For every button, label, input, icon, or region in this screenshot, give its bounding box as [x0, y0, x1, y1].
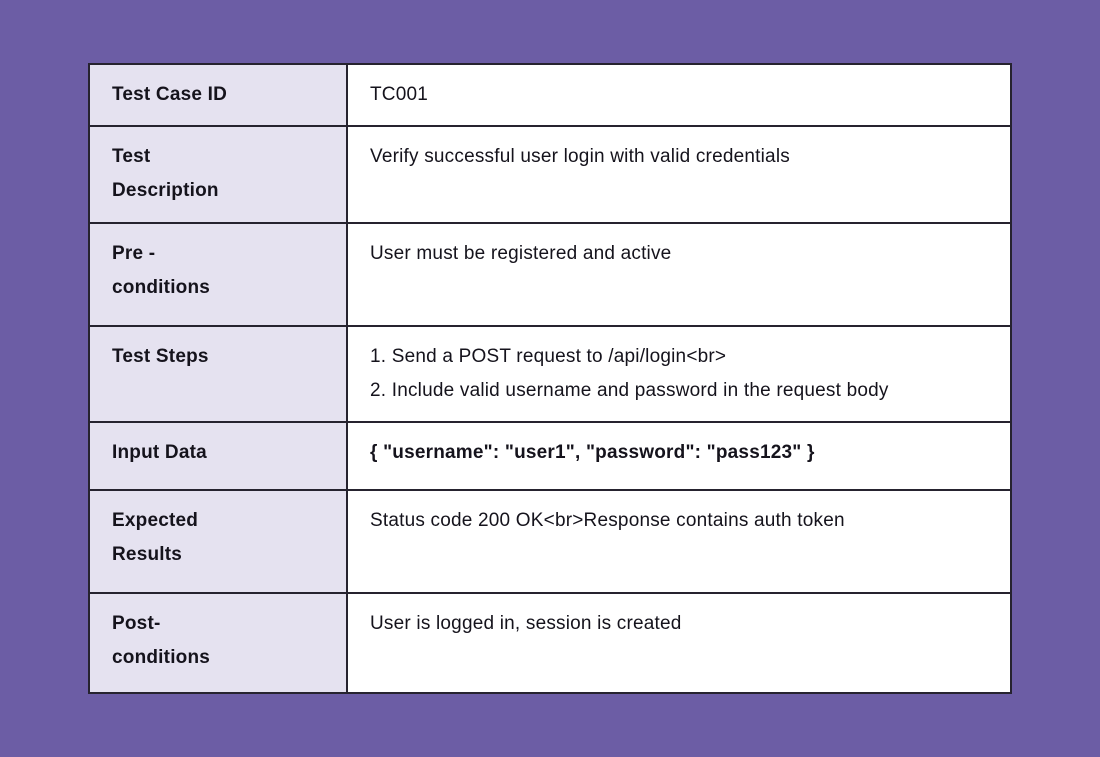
value-test-steps: 1. Send a POST request to /api/login<br>…: [346, 324, 1012, 423]
table-row-test-description: Test Description Verify successful user …: [88, 125, 1012, 224]
value-input-data: { "username": "user1", "password": "pass…: [346, 420, 1012, 491]
value-test-case-id: TC001: [346, 62, 1012, 128]
table-row-test-case-id: Test Case ID TC001: [88, 62, 1012, 128]
value-expected-results: Status code 200 OK<br>Response contains …: [346, 488, 1012, 594]
table-row-post-conditions: Post- conditions User is logged in, sess…: [88, 591, 1012, 694]
value-test-description: Verify successful user login with valid …: [346, 125, 1012, 224]
table-row-pre-conditions: Pre - conditions User must be registered…: [88, 221, 1012, 327]
table-row-test-steps: Test Steps 1. Send a POST request to /ap…: [88, 324, 1012, 423]
table-row-input-data: Input Data { "username": "user1", "passw…: [88, 420, 1012, 491]
label-post-conditions: Post- conditions: [88, 591, 348, 694]
label-input-data: Input Data: [88, 420, 348, 491]
value-post-conditions: User is logged in, session is created: [346, 591, 1012, 694]
value-pre-conditions: User must be registered and active: [346, 221, 1012, 327]
label-expected-results: Expected Results: [88, 488, 348, 594]
table-row-expected-results: Expected Results Status code 200 OK<br>R…: [88, 488, 1012, 594]
test-case-table: Test Case ID TC001 Test Description Veri…: [88, 62, 1012, 694]
label-pre-conditions: Pre - conditions: [88, 221, 348, 327]
label-test-description: Test Description: [88, 125, 348, 224]
label-test-steps: Test Steps: [88, 324, 348, 423]
label-test-case-id: Test Case ID: [88, 62, 348, 128]
